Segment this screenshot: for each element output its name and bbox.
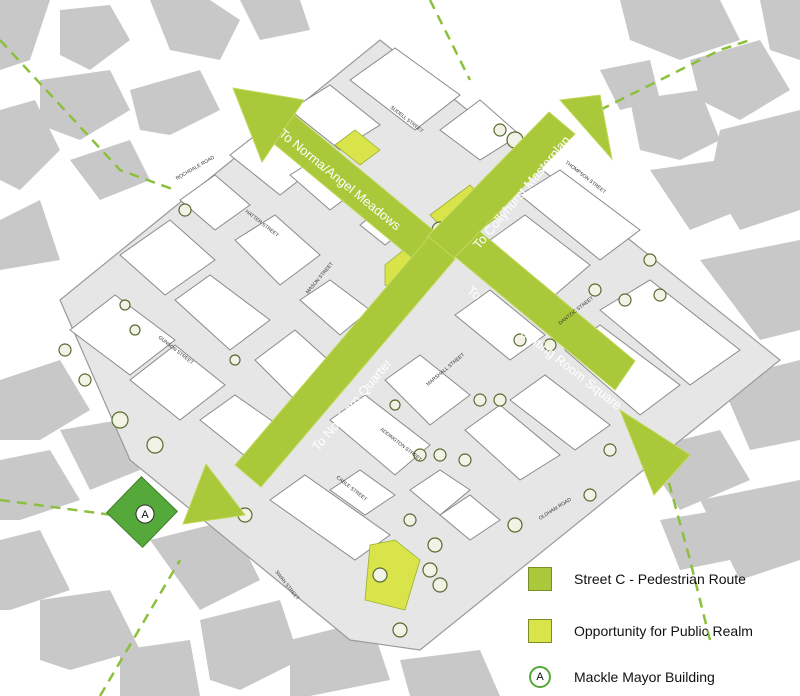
legend-item-realm: Opportunity for Public Realm xyxy=(528,618,753,644)
legend-item-building: A Mackle Mayor Building xyxy=(528,664,715,690)
arrow-head-southeast xyxy=(618,408,691,496)
arrow-head-northwest xyxy=(232,87,305,164)
legend-swatch-building: A xyxy=(528,665,552,689)
legend-badge: A xyxy=(529,666,551,688)
arrow-head-northeast xyxy=(558,94,613,161)
arrow-head-southwest xyxy=(182,462,246,525)
legend-swatch-route xyxy=(528,567,552,591)
legend-label-building: Mackle Mayor Building xyxy=(574,669,715,685)
site-blocks xyxy=(69,47,741,561)
site-ground xyxy=(59,39,781,651)
legend-label-realm: Opportunity for Public Realm xyxy=(574,623,753,639)
marker-badge-label: A xyxy=(141,509,149,521)
legend-swatch-realm xyxy=(528,619,552,643)
route-arrows xyxy=(182,87,691,525)
route-arrow-southwest xyxy=(234,236,456,488)
legend-item-route: Street C - Pedestrian Route xyxy=(528,566,746,592)
legend-label-route: Street C - Pedestrian Route xyxy=(574,571,746,587)
marker-badge xyxy=(135,504,155,524)
